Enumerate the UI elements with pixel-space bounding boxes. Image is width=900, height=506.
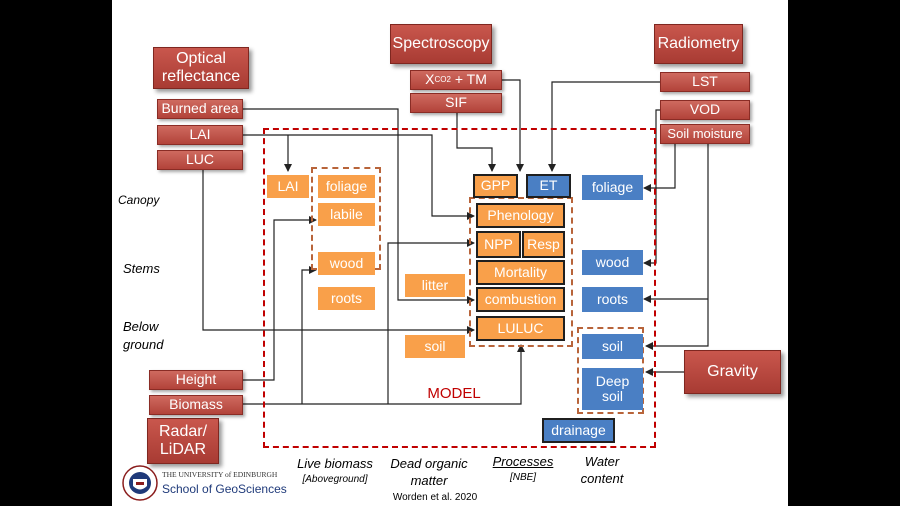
resp-process: Resp bbox=[522, 231, 565, 258]
arrow-biomass bbox=[242, 344, 525, 405]
labile-pool: labile bbox=[318, 203, 375, 226]
soil-moisture-obs: Soil moisture bbox=[660, 124, 750, 144]
roots-water: roots bbox=[582, 287, 643, 312]
drainage-water: drainage bbox=[542, 418, 615, 443]
arrow-soil-moisture bbox=[645, 143, 709, 350]
arrow-xco2 bbox=[502, 79, 524, 172]
radiometry-source: Radiometry bbox=[654, 24, 743, 64]
vod-obs: VOD bbox=[660, 100, 750, 120]
citation: Worden et al. 2020 bbox=[392, 491, 478, 503]
column-label-dead-organic-matter: Dead organic matter bbox=[390, 456, 468, 488]
wood-water: wood bbox=[582, 250, 643, 275]
optical-reflectance-source: Optical reflectance bbox=[153, 47, 249, 89]
arrow-vod bbox=[643, 109, 660, 267]
crest-icon bbox=[122, 465, 158, 501]
university-logo: THE UNIVERSITY of EDINBURGH School of Ge… bbox=[122, 465, 302, 503]
luluc-process: LULUC bbox=[476, 316, 565, 341]
npp-process: NPP bbox=[476, 231, 521, 258]
foliage-pool: foliage bbox=[318, 175, 375, 198]
column-label-water-content: Water content bbox=[580, 454, 624, 486]
gpp-process: GPP bbox=[473, 174, 518, 198]
spectroscopy-source: Spectroscopy bbox=[390, 24, 492, 64]
mortality-process: Mortality bbox=[476, 260, 565, 285]
row-label-canopy: Canopy bbox=[118, 193, 160, 207]
column-label-live-biomass: Live biomass [Aboveground] bbox=[297, 456, 373, 485]
arrow-lst bbox=[548, 81, 660, 172]
arrow-lai-obs bbox=[242, 134, 475, 220]
height-obs: Height bbox=[149, 370, 243, 390]
wood-pool: wood bbox=[318, 252, 375, 275]
deep-soil-water: Deep soil bbox=[582, 368, 643, 410]
luc-obs: LUC bbox=[157, 150, 243, 170]
lai-obs: LAI bbox=[157, 125, 243, 145]
model-boundary bbox=[263, 128, 656, 448]
school-name: School of GeoSciences bbox=[162, 482, 287, 496]
burned-area-obs: Burned area bbox=[157, 99, 243, 119]
phenology-process: Phenology bbox=[476, 203, 565, 228]
column-label-processes: Processes [NBE] bbox=[492, 454, 554, 483]
university-name: THE UNIVERSITY of EDINBURGH bbox=[162, 470, 278, 479]
processes-group bbox=[469, 197, 573, 347]
soil-pool: soil bbox=[405, 335, 465, 358]
combustion-process: combustion bbox=[476, 287, 565, 312]
sif-obs: SIF bbox=[410, 93, 502, 113]
soil-water-group bbox=[577, 327, 644, 414]
lai-pool: LAI bbox=[267, 175, 309, 198]
radar-lidar-source: Radar/ LiDAR bbox=[147, 418, 219, 464]
model-label: MODEL bbox=[427, 384, 481, 402]
arrow-luc bbox=[202, 168, 475, 334]
biomass-obs: Biomass bbox=[149, 395, 243, 415]
row-label-stems: Stems bbox=[123, 261, 160, 276]
arrow-burned-area bbox=[242, 108, 475, 304]
soil-water: soil bbox=[582, 334, 643, 359]
et-process: ET bbox=[526, 174, 571, 198]
arrow-height bbox=[242, 216, 317, 381]
gravity-source: Gravity bbox=[684, 350, 781, 394]
slide: MODEL Optical reflectance Spectroscopy R… bbox=[112, 0, 788, 506]
lst-obs: LST bbox=[660, 72, 750, 92]
roots-pool: roots bbox=[318, 287, 375, 310]
litter-pool: litter bbox=[405, 274, 465, 297]
foliage-water: foliage bbox=[582, 175, 643, 200]
row-label-below-ground: Below ground bbox=[123, 319, 164, 353]
